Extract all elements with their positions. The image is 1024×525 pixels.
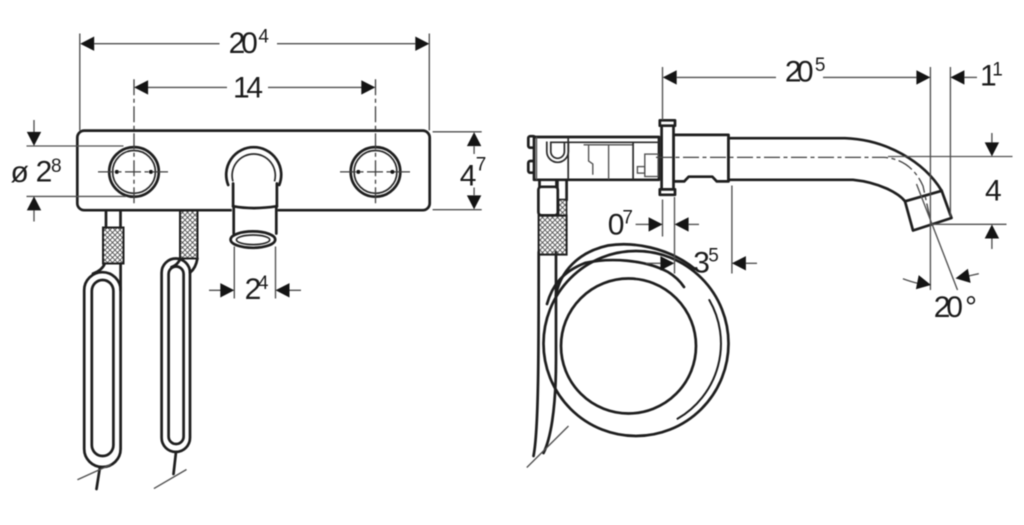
svg-text:4: 4 xyxy=(985,175,1002,208)
svg-text:4: 4 xyxy=(258,27,269,48)
svg-text:4: 4 xyxy=(460,160,477,193)
svg-text:ø: ø xyxy=(11,156,29,189)
svg-text:2: 2 xyxy=(36,156,53,189)
svg-text:20: 20 xyxy=(785,56,814,89)
svg-text:0: 0 xyxy=(608,209,625,242)
svg-text:4: 4 xyxy=(258,273,269,294)
svg-text:5: 5 xyxy=(815,55,826,76)
svg-text:2: 2 xyxy=(245,273,262,306)
svg-text:1: 1 xyxy=(992,60,1003,81)
svg-text:7: 7 xyxy=(622,208,633,229)
svg-text:20: 20 xyxy=(229,27,258,60)
svg-text:°: ° xyxy=(965,291,977,324)
svg-text:5: 5 xyxy=(708,246,719,267)
svg-text:20: 20 xyxy=(934,291,963,324)
svg-text:8: 8 xyxy=(51,156,62,177)
svg-text:7: 7 xyxy=(476,155,487,176)
svg-text:3: 3 xyxy=(693,247,710,280)
svg-text:1: 1 xyxy=(980,60,997,93)
svg-text:14: 14 xyxy=(233,72,263,105)
